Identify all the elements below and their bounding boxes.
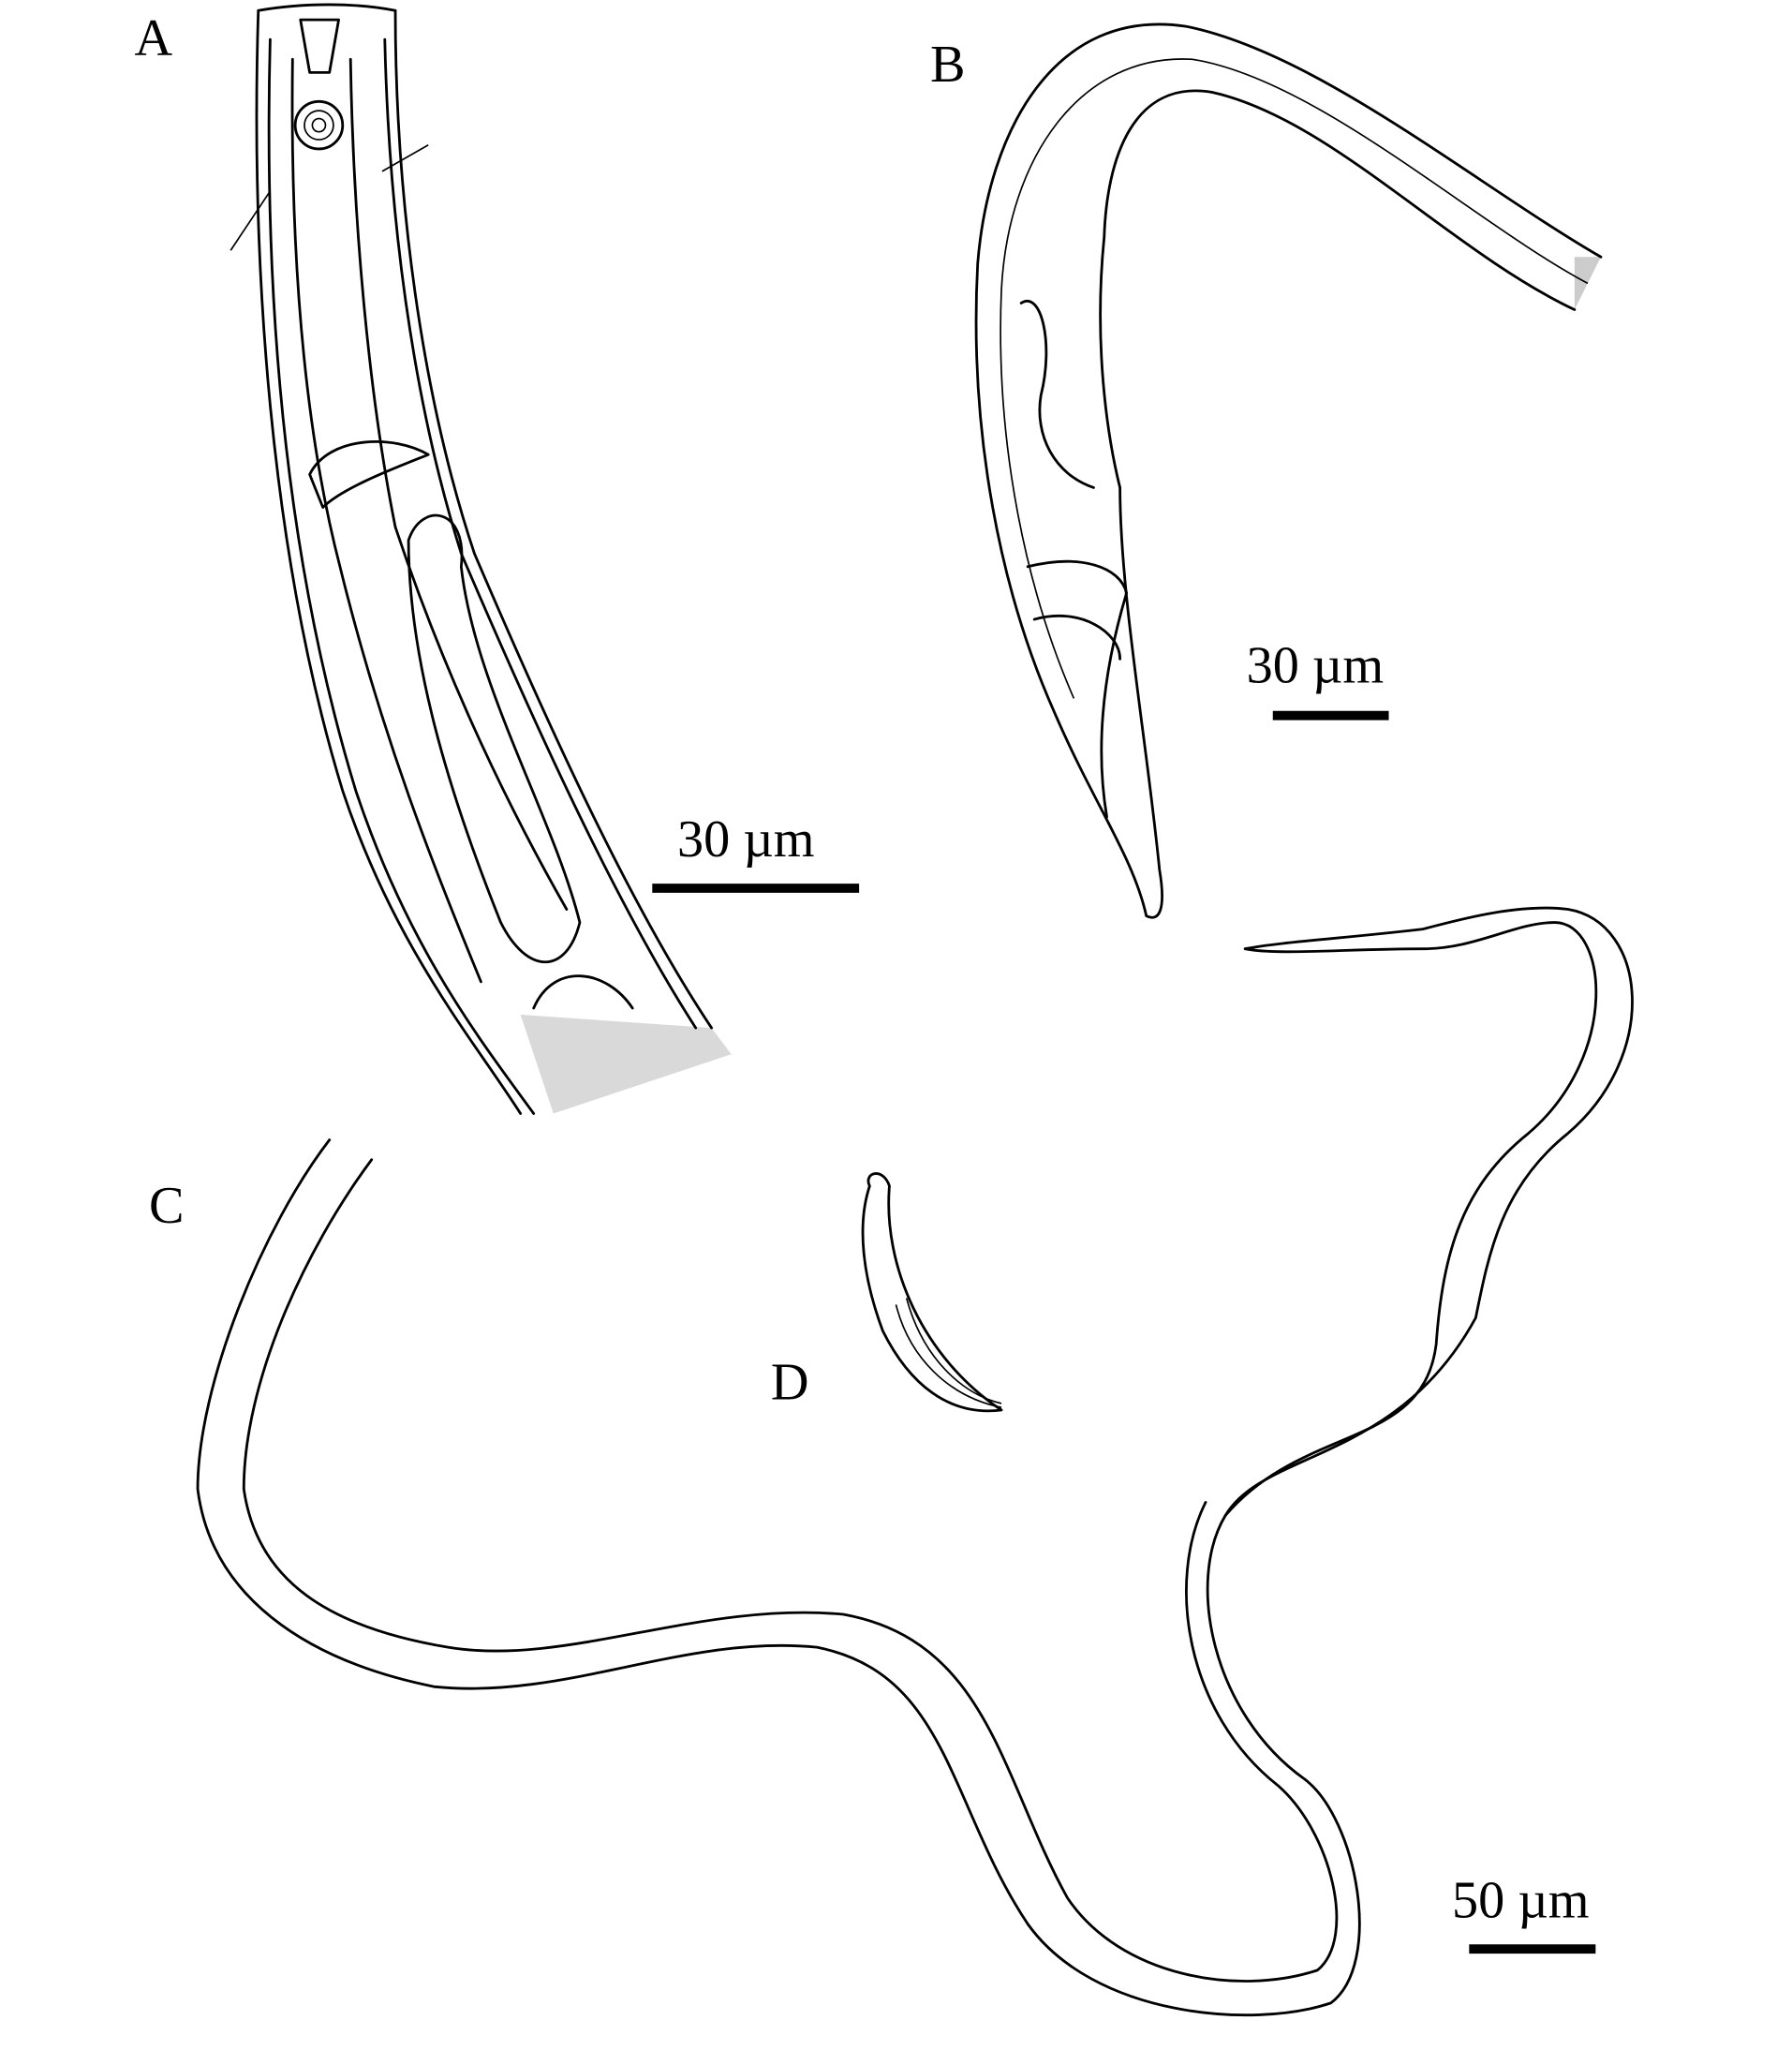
panel-label-d: D: [771, 1354, 809, 1412]
panel-b-drawing: [974, 22, 1603, 919]
panel-c-drawing: [196, 906, 1634, 2017]
panel-label-a: A: [135, 9, 173, 67]
scale-bar-b-label: 30 µm: [1247, 637, 1384, 695]
panel-label-c: C: [149, 1177, 185, 1235]
panel-a-drawing: [230, 3, 732, 1115]
panel-label-b: B: [930, 36, 966, 94]
panel-d-drawing: [861, 1172, 1003, 1413]
scale-bar-a-label: 30 µm: [677, 810, 814, 869]
scale-bar-c-label: 50 µm: [1452, 1871, 1589, 1929]
